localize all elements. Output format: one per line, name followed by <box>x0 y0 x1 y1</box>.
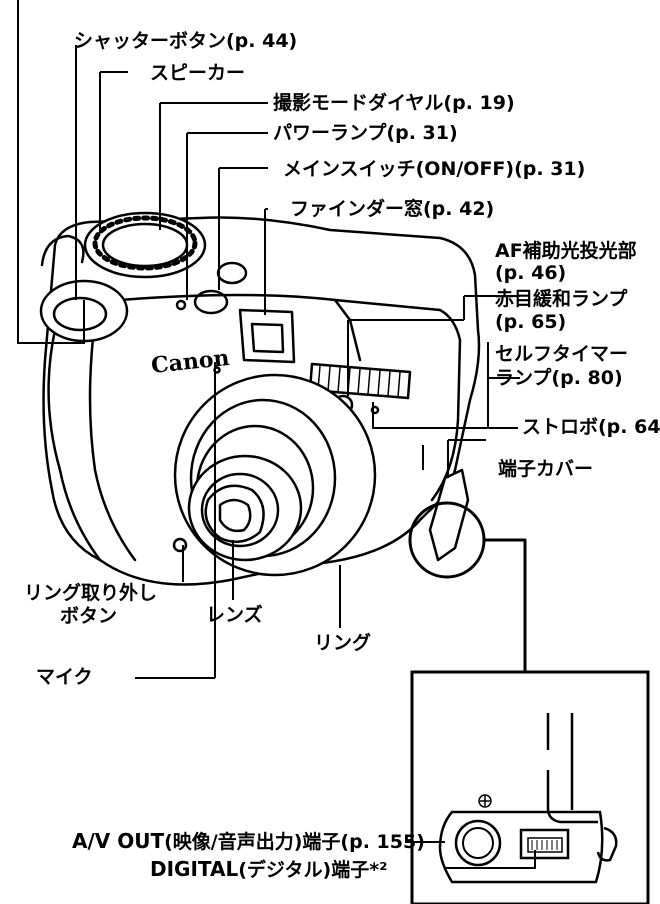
mode-dial-label: 撮影モードダイヤル(p. 19) <box>273 92 515 114</box>
selftimer-page: ランプ(p. 80) <box>495 367 623 389</box>
terminal-cover-label: 端子カバー <box>498 458 594 480</box>
shutter-label: シャッターボタン(p. 44) <box>74 30 298 52</box>
av-out-label: A/V OUT(映像/音声出力)端子(p. 155) <box>72 830 425 853</box>
selftimer-label: セルフタイマー <box>495 343 629 365</box>
af-assist-label: AF補助光投光部 <box>495 240 637 262</box>
flash-label: ストロボ(p. 64) <box>522 416 660 438</box>
digital-name: DIGITAL <box>150 857 239 881</box>
digital-port <box>519 828 570 860</box>
ring-release-label-2: ボタン <box>60 605 118 627</box>
av-out-desc: (映像/音声出力)端子(p. 155) <box>164 831 425 853</box>
power-lamp-art <box>175 299 187 311</box>
af-assist-page: (p. 46) <box>495 262 567 284</box>
power-lamp-label: パワーランプ(p. 31) <box>273 122 458 144</box>
viewfinder-art <box>238 308 296 364</box>
mic-label: マイク <box>36 666 93 688</box>
av-out-name: A/V OUT <box>72 829 165 853</box>
viewfinder-label: ファインダー窓(p. 42) <box>290 198 495 220</box>
redeye-label: 赤目緩和ランプ <box>495 288 628 310</box>
speaker-label: スピーカー <box>150 62 246 84</box>
digital-label: DIGITAL(デジタル)端子*² <box>150 858 387 881</box>
terminal-inset <box>410 670 650 904</box>
ring-release-label: リング取り外し <box>24 582 158 604</box>
terminal-cover-art <box>428 468 470 562</box>
av-out-port <box>454 819 502 867</box>
lens-glass-art <box>204 484 265 544</box>
main-switch-label: メインスイッチ(ON/OFF)(p. 31) <box>283 158 586 180</box>
digital-desc: (デジタル)端子*² <box>238 859 388 881</box>
redeye-page: (p. 65) <box>495 311 567 333</box>
lens-label: レンズ <box>206 604 263 626</box>
ring-label: リング <box>314 632 372 654</box>
main-switch-art <box>193 289 229 315</box>
